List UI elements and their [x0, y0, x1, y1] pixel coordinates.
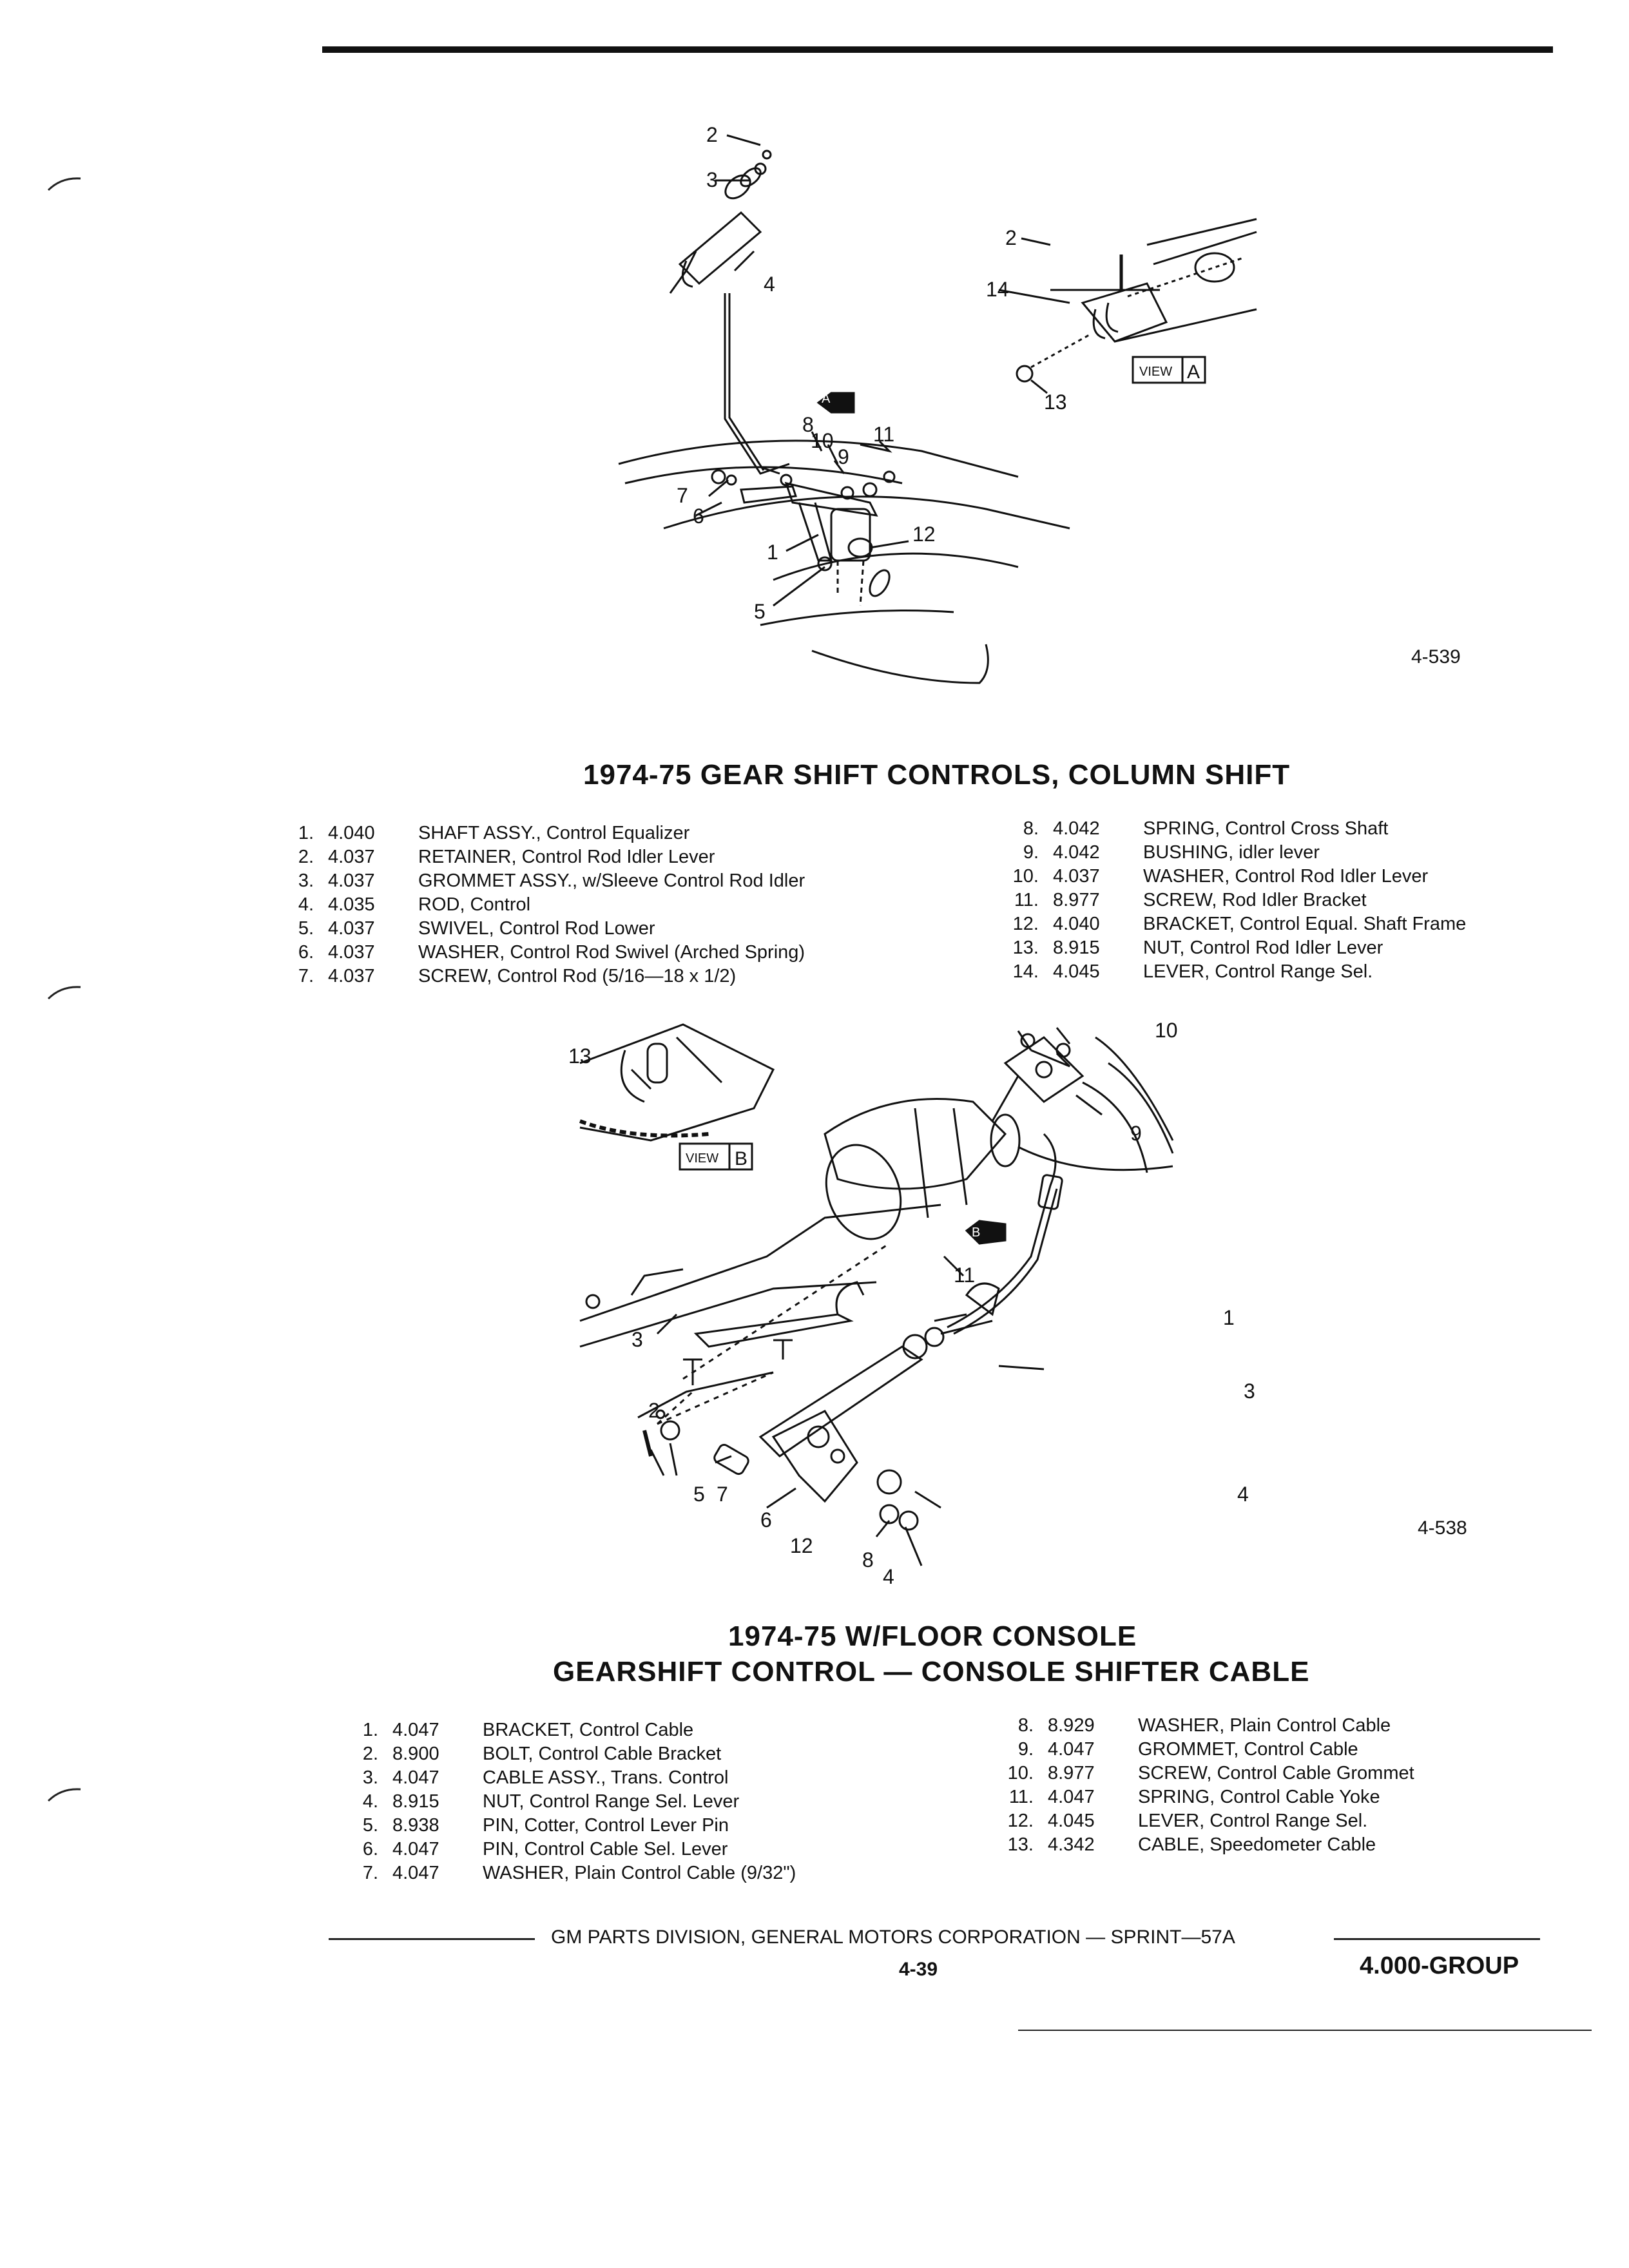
figure-title-line2: GEARSHIFT CONTROL — CONSOLE SHIFTER CABL…: [553, 1656, 1310, 1687]
callout: 6: [693, 505, 704, 528]
figure-title: 1974-75 GEAR SHIFT CONTROLS, COLUMN SHIF…: [583, 759, 1291, 791]
view-a-letter: A: [1187, 361, 1200, 383]
margin-mark: [47, 1788, 81, 1802]
figure-title-line1: 1974-75 W/FLOOR CONSOLE: [728, 1620, 1137, 1652]
figure-number: 4-539: [1411, 646, 1461, 668]
view-b-badge: B: [972, 1225, 980, 1240]
callout: 12: [912, 523, 936, 546]
group-label: 4.000-GROUP: [1360, 1952, 1519, 1979]
callout: 5: [754, 600, 766, 623]
callout: 10: [811, 429, 834, 452]
callout: 11: [954, 1264, 975, 1287]
callout: 3: [1244, 1379, 1255, 1403]
callout: 3: [706, 168, 718, 191]
view-a-tag: VIEW: [1139, 365, 1172, 379]
footer-publisher: GM PARTS DIVISION, GENERAL MOTORS CORPOR…: [551, 1927, 1235, 1948]
callout: 3: [631, 1328, 643, 1351]
callout: 9: [838, 445, 849, 468]
footer-rule-right: [1334, 1938, 1540, 1940]
callout: 4: [1237, 1483, 1249, 1506]
view-a-badge: A: [822, 392, 831, 406]
callout: 6: [760, 1508, 772, 1532]
view-b-letter: B: [735, 1148, 747, 1169]
callout: 5: [693, 1483, 705, 1506]
margin-mark: [47, 986, 81, 1000]
callout: 12: [790, 1534, 813, 1557]
top-rule: [322, 46, 1553, 53]
callout: 11: [873, 423, 894, 446]
callout: 4: [883, 1565, 894, 1588]
callout: 7: [717, 1483, 728, 1506]
callout: 13: [568, 1044, 592, 1068]
view-a-inset: 2 14 13 VIEW A: [986, 218, 1257, 414]
figure-number: 4-538: [1418, 1517, 1467, 1539]
view-b-tag: VIEW: [686, 1151, 718, 1166]
page-number: 4-39: [899, 1959, 938, 1980]
callout: 9: [1130, 1122, 1142, 1145]
callout: 2: [648, 1399, 660, 1422]
callout: 13: [1044, 390, 1067, 414]
callout: 14: [986, 278, 1009, 301]
callout: 1: [767, 541, 778, 564]
callout: 2: [1005, 226, 1017, 249]
callout: 1: [1223, 1306, 1235, 1329]
bottom-rule: [1018, 2030, 1592, 2031]
column-shift-diagram: 2 3 4 8 10 9 11 12 1 5 6 7 A: [618, 123, 1070, 684]
callout: 10: [1155, 1019, 1178, 1042]
floor-console-diagram: 13 3 10 9 1 11 3 2 5 7 6 12 8 4 4 B VIEW…: [568, 1019, 1255, 1588]
callout: 8: [862, 1548, 874, 1571]
callout: 4: [764, 273, 775, 296]
callout: 8: [802, 413, 814, 436]
callout: 2: [706, 123, 718, 146]
callout: 7: [677, 484, 688, 507]
margin-mark: [47, 177, 81, 191]
footer-rule-left: [329, 1938, 535, 1940]
